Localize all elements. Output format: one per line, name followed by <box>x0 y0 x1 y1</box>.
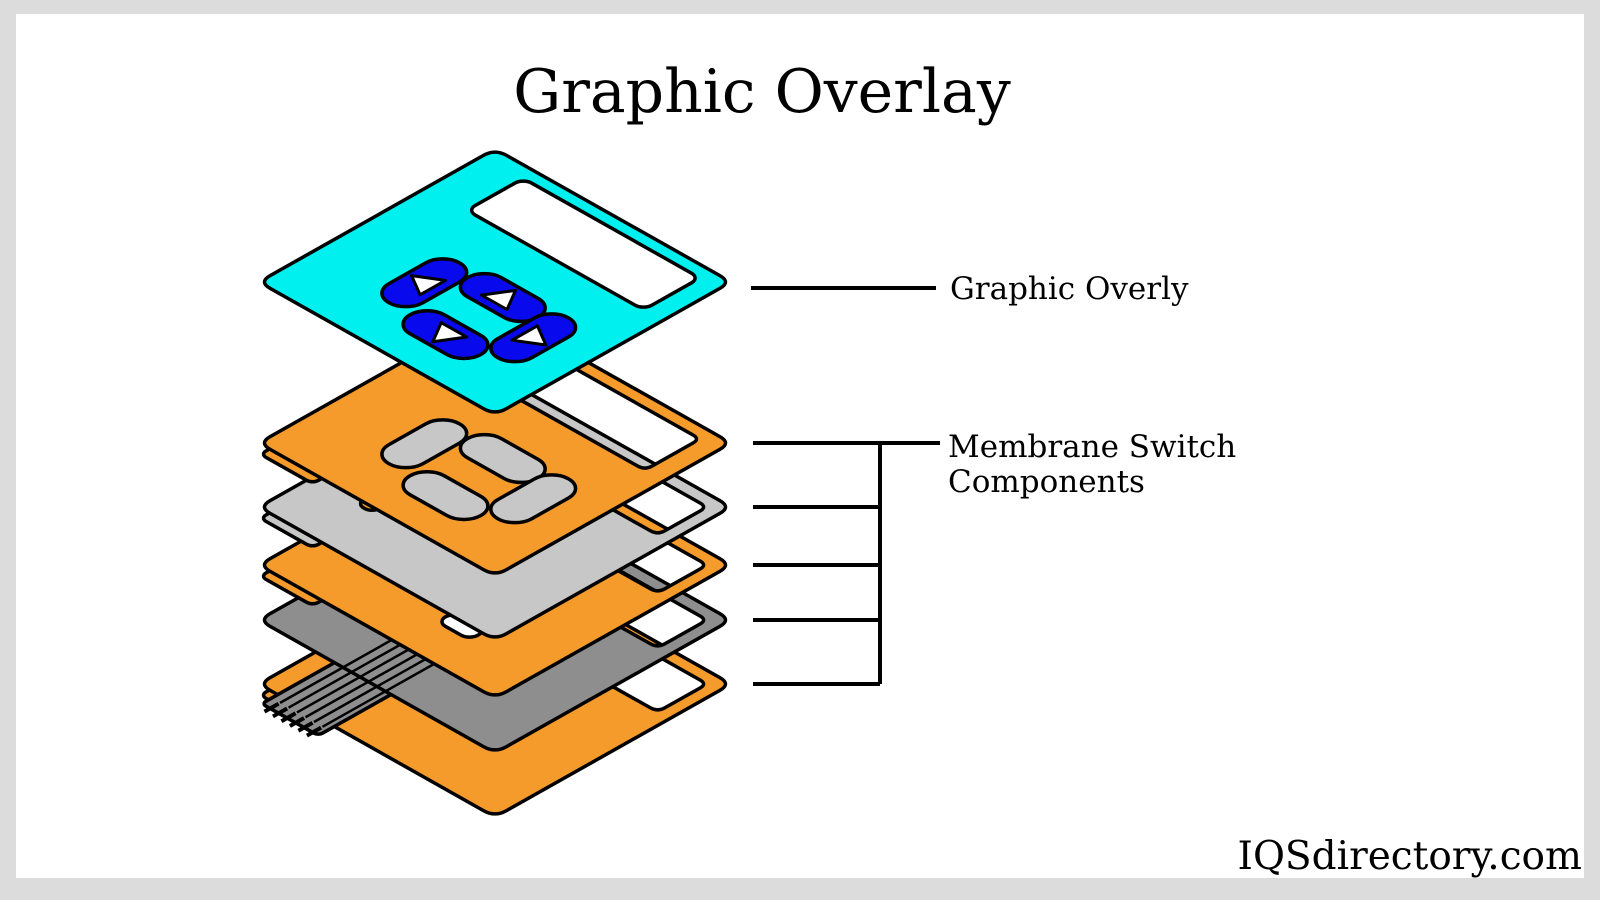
arrow-right-icon <box>512 326 559 352</box>
key-cutout-down <box>393 466 498 525</box>
callout-label-graphic-overlay: Graphic Overly <box>950 271 1189 307</box>
key-cutout-right <box>481 469 586 528</box>
page-title: Graphic Overlay <box>513 57 1011 127</box>
watermark: IQSdirectory.com <box>1238 834 1582 879</box>
display-window <box>467 178 700 310</box>
callout-label-membrane-line2: Components <box>948 464 1145 500</box>
arrow-up-icon <box>482 283 529 309</box>
callout-lines <box>751 286 940 686</box>
key-cutout-left <box>372 414 477 473</box>
ribbon-connector-pins <box>264 704 321 736</box>
arrow-left-icon <box>399 268 446 294</box>
layer-graphic-overlay <box>259 149 731 415</box>
callout-label-membrane-line1: Membrane Switch <box>948 429 1236 465</box>
diagram-canvas <box>16 14 1584 878</box>
arrow-down-icon <box>420 323 467 349</box>
layer-stack <box>180 149 731 822</box>
layer-overlay-adhesive <box>250 310 732 581</box>
